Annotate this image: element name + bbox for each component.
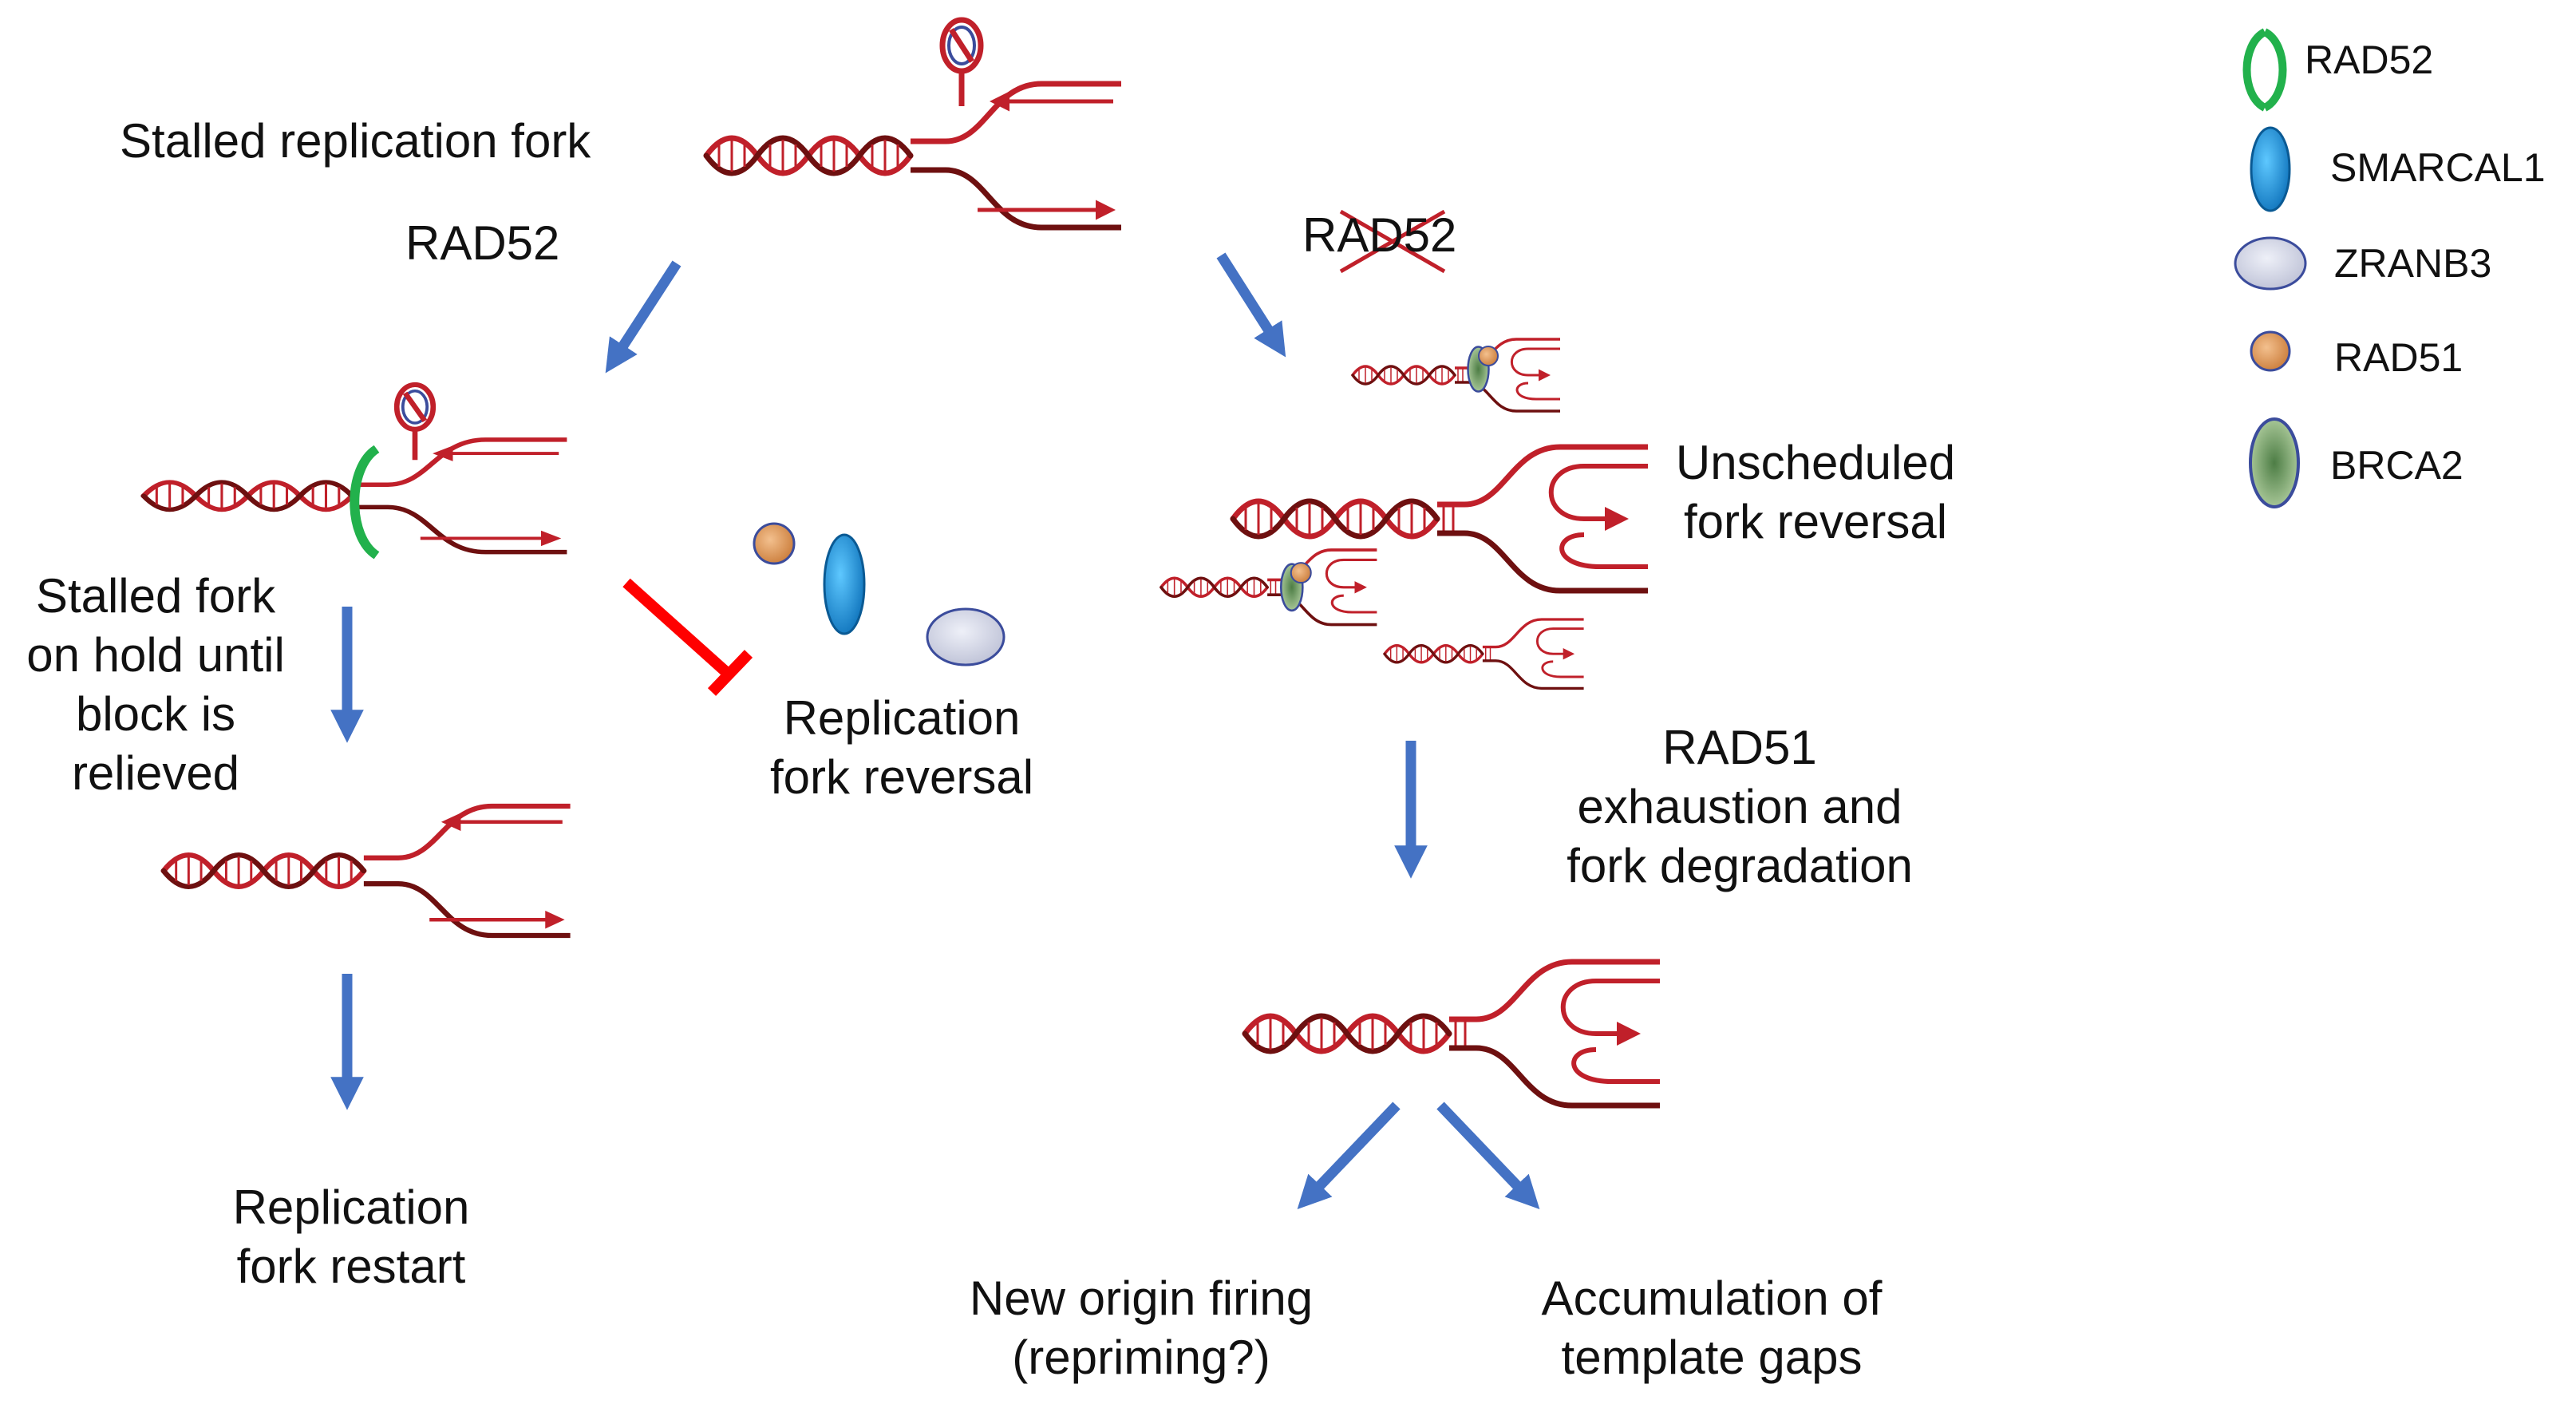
rad52-bound-fork <box>144 385 567 560</box>
degraded-fork <box>1245 962 1660 1105</box>
reversed-fork-small-1 <box>1353 339 1560 411</box>
reversed-fork-small-3 <box>1385 619 1584 688</box>
unscheduled-reversal-label: Unscheduled fork reversal <box>1675 436 1956 548</box>
rad51-ball-icon <box>2250 330 2291 372</box>
protein-cluster <box>753 522 1006 666</box>
rad52-cross-icon <box>1339 209 1446 274</box>
process-arrows <box>330 252 1540 1210</box>
stalled-on-hold-label: Stalled fork on hold until block is reli… <box>26 569 285 800</box>
zranb3-oval-icon <box>2234 236 2307 291</box>
stalled-fork-label: Stalled replication fork <box>120 114 591 168</box>
accumulation-label: Accumulation of template gaps <box>1541 1272 1883 1384</box>
new-origin-label: New origin firing (repriming?) <box>969 1272 1314 1384</box>
legend-rad51-label: RAD51 <box>2334 335 2463 380</box>
inhibition-arrow <box>622 578 753 696</box>
legend-smarcal1-label: SMARCAL1 <box>2330 145 2546 190</box>
legend-zranb3-label: ZRANB3 <box>2334 241 2492 286</box>
legend-brca2-label: BRCA2 <box>2330 443 2463 488</box>
rad52-label: RAD52 <box>405 216 560 270</box>
restarted-fork <box>164 806 571 935</box>
stalled-fork-top <box>706 20 1121 227</box>
smarcal1-oval-icon <box>2250 126 2291 212</box>
fork-reversal-label: Replication fork reversal <box>769 691 1034 804</box>
legend-rad52-label: RAD52 <box>2305 38 2434 82</box>
fork-restart-label: Replication fork restart <box>232 1181 470 1293</box>
rad52-ring-icon <box>2242 28 2287 112</box>
exhaustion-label: RAD51 exhaustion and fork degradation <box>1567 721 1913 892</box>
brca2-oval-icon <box>2249 417 2300 508</box>
legend-icons <box>2234 28 2307 508</box>
rad52-crossed-label: RAD52 <box>1302 208 1457 262</box>
reversed-fork-small-2 <box>1161 550 1377 625</box>
